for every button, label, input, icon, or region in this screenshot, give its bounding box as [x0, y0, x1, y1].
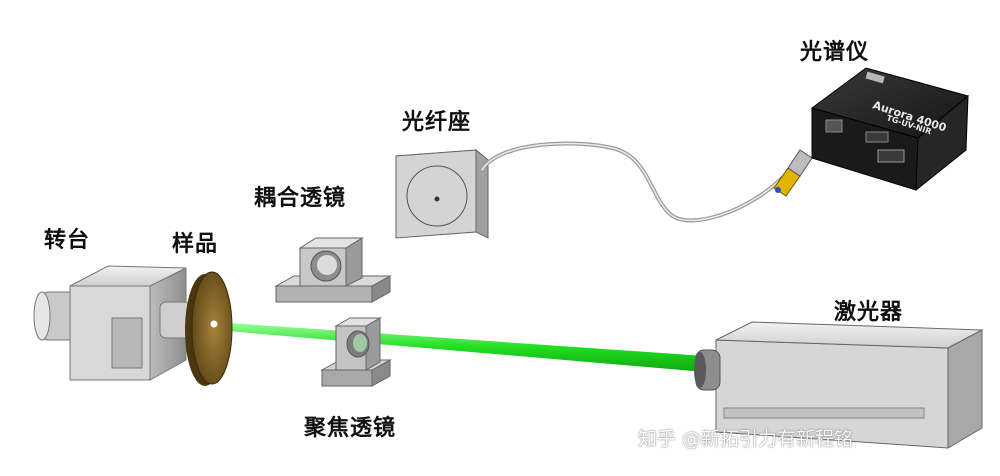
coupling-lens [274, 237, 392, 303]
sample-disc [185, 271, 233, 386]
spectrometer-device: Aurora 4000 TG-UV-NIR [810, 67, 970, 192]
fiber-mount [394, 148, 490, 239]
watermark-text: 知乎 @新拓引力有新程铭 [638, 428, 854, 450]
laser-device [694, 321, 984, 449]
rotary-stage [33, 265, 191, 381]
spectrometer-label: 光谱仪 [800, 40, 870, 65]
fiber-mount-label: 光纤座 [402, 110, 472, 135]
focusing-lens [320, 317, 392, 387]
coupling-lens-label: 耦合透镜 [254, 186, 347, 211]
focusing-lens-label: 聚焦透镜 [304, 416, 397, 441]
sample-label: 样品 [172, 232, 219, 257]
laser-beam [215, 322, 705, 372]
fiber-connector [773, 149, 813, 197]
rotary-stage-label: 转台 [44, 228, 91, 253]
laser-label: 激光器 [834, 300, 904, 325]
